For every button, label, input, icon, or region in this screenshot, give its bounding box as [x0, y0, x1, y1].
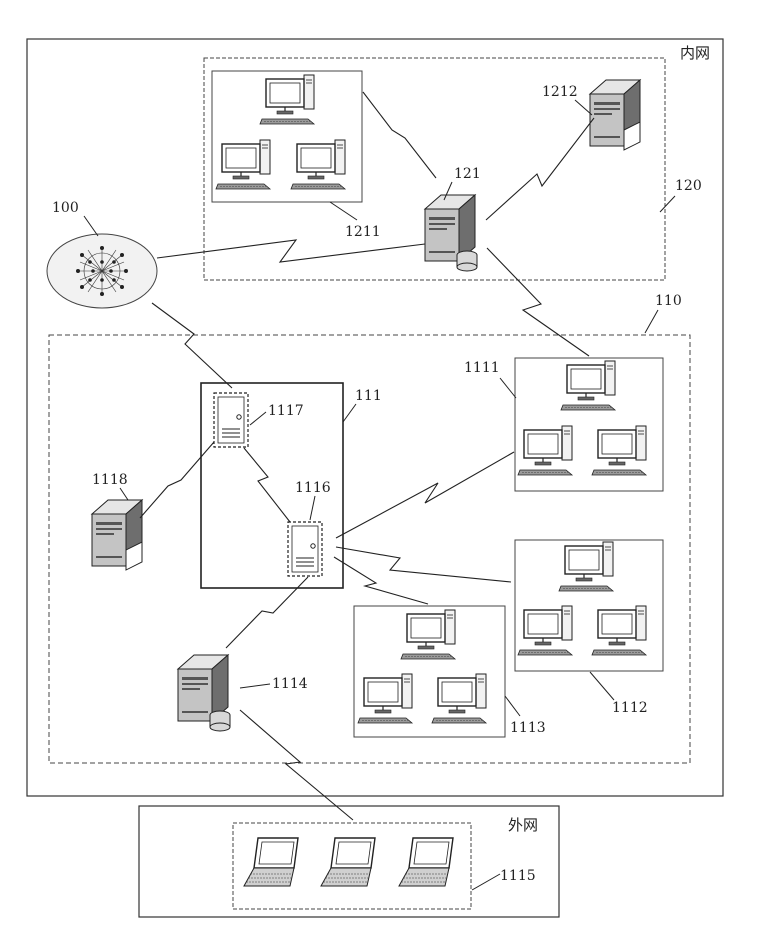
zone-110-label: 110	[655, 293, 682, 309]
group-1112-label: 1112	[612, 700, 648, 716]
blockchain-label: 100	[52, 200, 79, 216]
desktop-icon	[518, 426, 572, 475]
desktop-icon	[260, 75, 314, 124]
database-server-icon	[425, 195, 477, 271]
link-121-1111	[487, 248, 589, 356]
group-1111-label: 1111	[464, 360, 500, 376]
computing-node-icon	[214, 393, 248, 447]
cabinet-111-label: 111	[355, 388, 382, 404]
extranet-label: 外网	[508, 816, 538, 834]
server-121-label: 121	[454, 166, 481, 182]
desktop-icon	[559, 542, 613, 591]
database-server-icon	[178, 655, 230, 731]
link-100-1117	[152, 303, 232, 388]
link-1114-1115	[240, 710, 353, 820]
server-1212-label: 1212	[542, 84, 578, 100]
link-1211-121	[363, 92, 436, 178]
blockchain-network-icon	[47, 234, 157, 308]
link-1116-1112	[336, 547, 511, 582]
link-1117-1116	[244, 448, 290, 522]
server-1118-label: 1118	[92, 472, 128, 488]
node-1116-label: 1116	[295, 480, 331, 496]
group-1113-label: 1113	[510, 720, 546, 736]
desktop-icon	[592, 606, 646, 655]
link-100-121	[157, 240, 425, 262]
group-1115-label: 1115	[500, 868, 536, 884]
link-1116-1111	[336, 452, 514, 538]
zone-120-label: 120	[675, 178, 702, 194]
server-tower-icon	[92, 500, 142, 570]
desktop-icon	[291, 140, 345, 189]
desktop-icon	[432, 674, 486, 723]
intranet-label: 内网	[680, 44, 710, 62]
desktop-icon	[216, 140, 270, 189]
desktop-icon	[401, 610, 455, 659]
group-1211-label: 1211	[345, 224, 381, 240]
server-1114-label: 1114	[272, 676, 308, 692]
node-1117-label: 1117	[268, 403, 304, 419]
laptop-icon	[399, 838, 453, 886]
server-tower-icon	[590, 80, 640, 150]
laptop-icon	[321, 838, 375, 886]
desktop-icon	[592, 426, 646, 475]
link-1116-1113	[334, 557, 428, 604]
desktop-icon	[561, 361, 615, 410]
link-1117-1118	[140, 442, 214, 518]
computing-node-icon	[288, 522, 322, 576]
laptop-icon	[244, 838, 298, 886]
desktop-icon	[358, 674, 412, 723]
desktop-icon	[518, 606, 572, 655]
link-1212-121	[486, 118, 594, 220]
